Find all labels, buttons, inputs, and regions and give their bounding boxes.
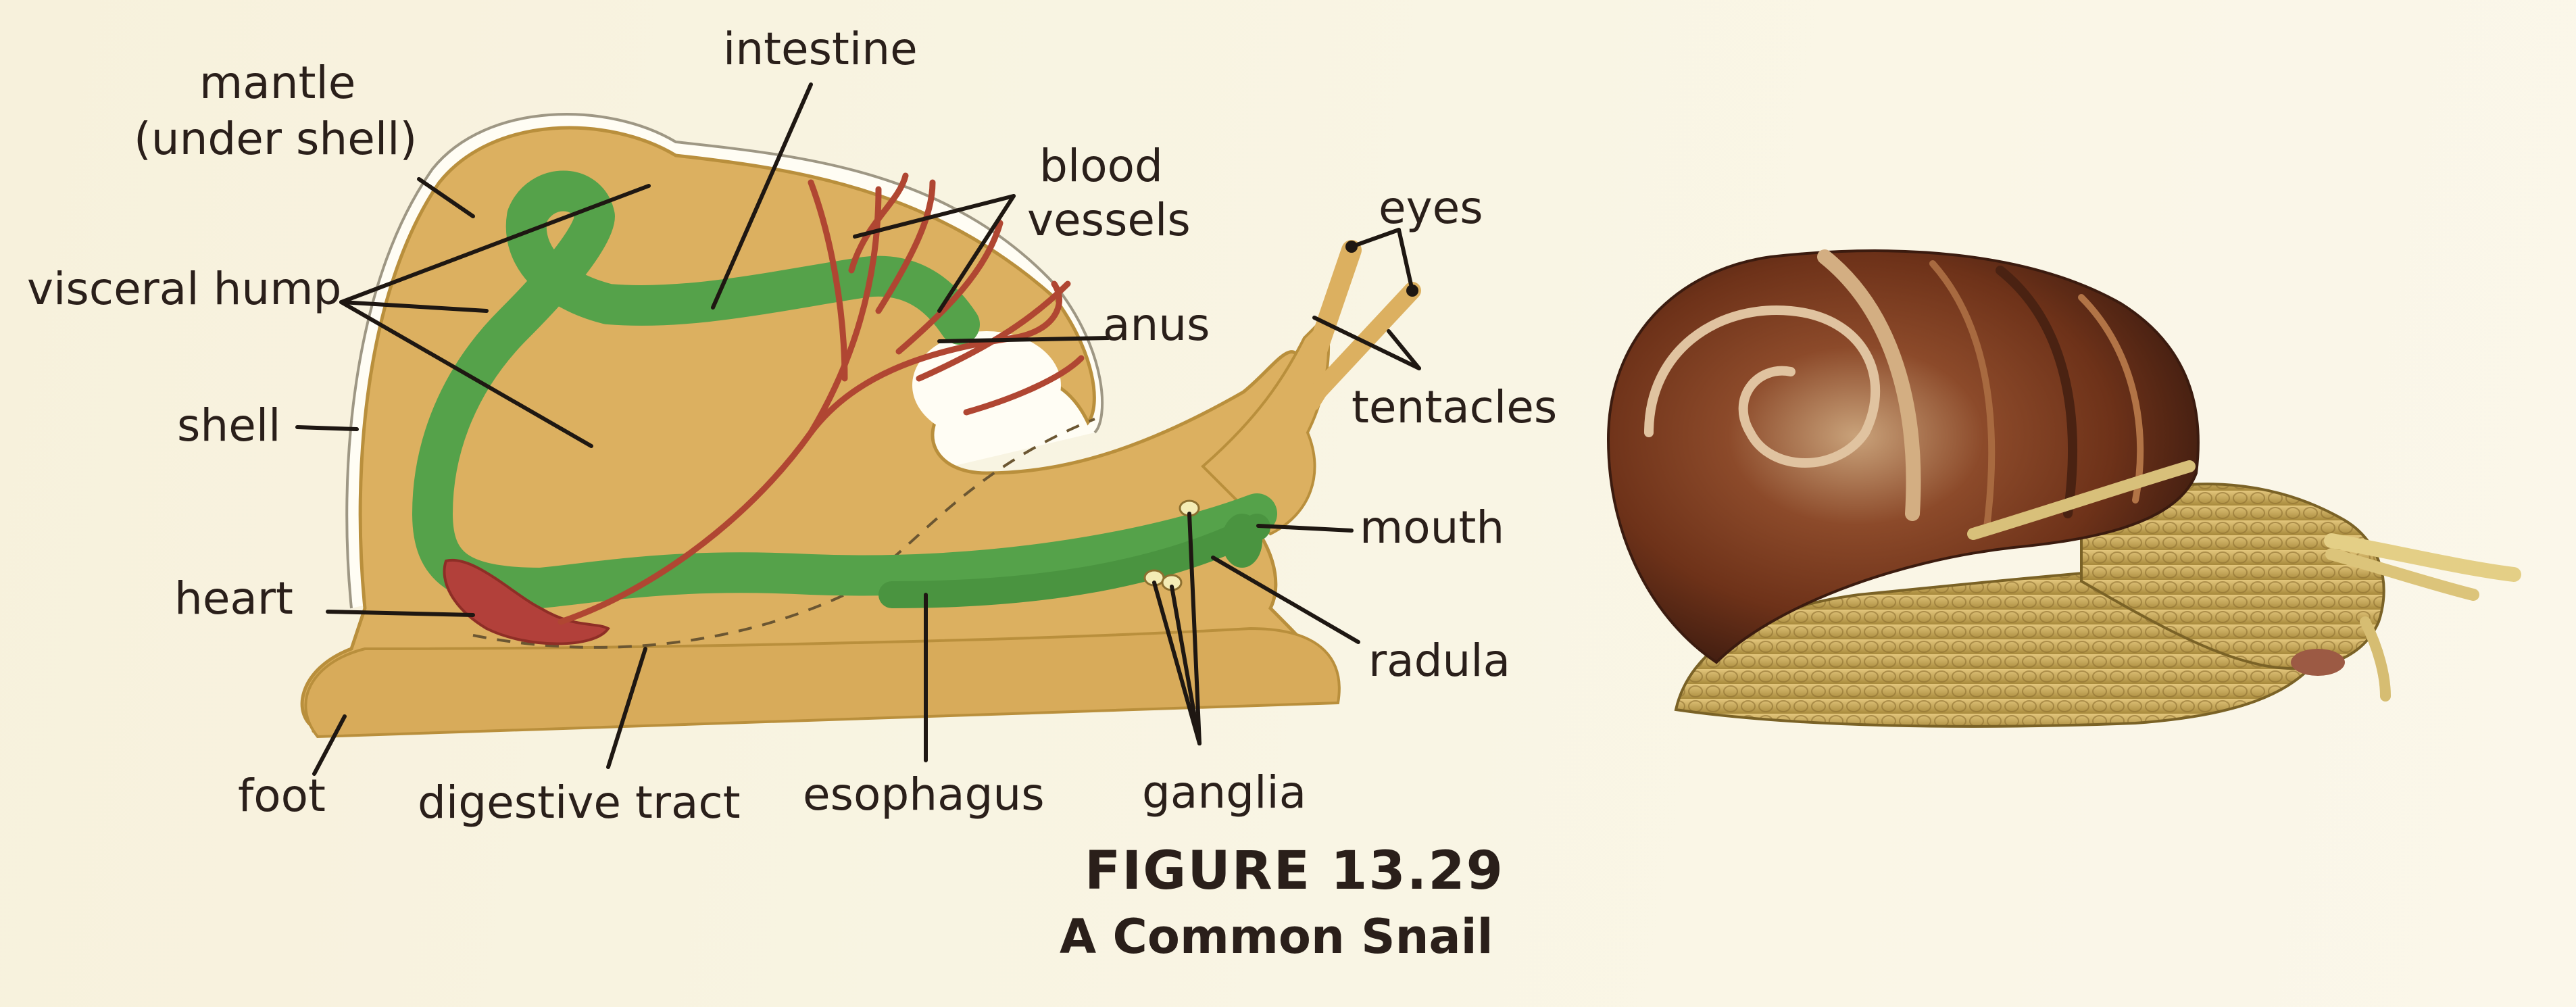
figure-title: A Common Snail [1060, 909, 1493, 964]
blood-vessels-diagram [558, 172, 1085, 625]
label-mantle-sub: (under shell) [134, 113, 417, 165]
head-diagram [1201, 315, 1330, 536]
photo-snail-head [2080, 483, 2385, 670]
label-shell: shell [177, 399, 281, 451]
label-radula: radula [1368, 635, 1510, 687]
photo-tentacle-2 [2325, 548, 2479, 601]
photo-tentacle-long [2324, 533, 2521, 582]
photo-shell-whorls [1644, 249, 2144, 531]
label-heart: heart [174, 572, 293, 624]
mouth-tip [1222, 514, 1262, 568]
mantle-cavity [912, 331, 1061, 439]
label-intestine: intestine [723, 23, 918, 75]
photo-tentacle-short [2360, 616, 2391, 702]
esophagus-channel [878, 514, 1270, 608]
label-blood: blood [1039, 140, 1163, 192]
tentacle-upper [1297, 240, 1362, 389]
label-anus: anus [1103, 299, 1210, 351]
label-mouth: mouth [1360, 501, 1504, 554]
label-vessels: vessels [1027, 194, 1191, 246]
label-eyes: eyes [1379, 182, 1483, 234]
snail-diagram [300, 113, 1421, 739]
label-ganglia: ganglia [1142, 766, 1306, 818]
photo-snail-mouth [2291, 649, 2345, 676]
figure-number: FIGURE 13.29 [1085, 841, 1504, 902]
dashed-outline [472, 418, 1095, 649]
leader-lines [295, 82, 1421, 776]
photo-mantle-lip [1967, 460, 2196, 540]
label-visceral-hump: visceral hump [27, 263, 341, 315]
label-mantle: mantle [199, 57, 355, 109]
label-tentacles: tentacles [1352, 381, 1557, 433]
digestive-tract-diagram [412, 170, 1277, 608]
diagram-labels: intestine mantle (under shell) blood ves… [27, 23, 1557, 829]
label-foot: foot [238, 770, 326, 822]
snail-photo [1606, 249, 2521, 728]
figure-caption: FIGURE 13.29 A Common Snail [1060, 841, 1504, 964]
foot-diagram [304, 627, 1341, 739]
photo-snail-shell [1606, 249, 2200, 664]
tentacle-small [1310, 374, 1336, 410]
label-digestive-tract: digestive tract [418, 777, 741, 829]
label-esophagus: esophagus [803, 768, 1045, 820]
